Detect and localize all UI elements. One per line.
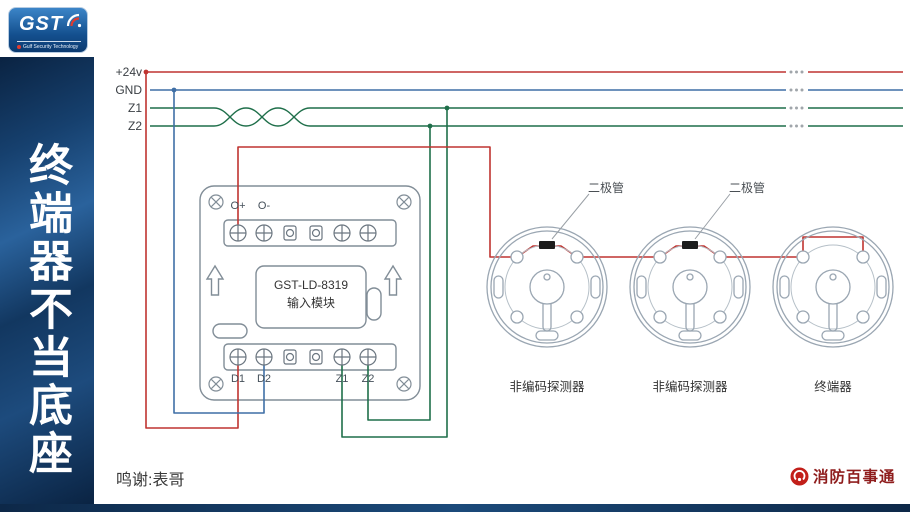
diode-leader-lines bbox=[551, 193, 731, 240]
sidebar-panel bbox=[0, 57, 94, 505]
terminal-d2 bbox=[255, 348, 273, 366]
screw-icon bbox=[208, 194, 224, 210]
terminal-z1 bbox=[333, 348, 351, 366]
detector-caption-1: 非编码探测器 bbox=[509, 380, 585, 394]
junction-dots bbox=[143, 69, 450, 129]
wire-z2-to-module bbox=[367, 125, 431, 421]
module-title: GST-LD-8319 输入模块 bbox=[256, 278, 366, 311]
credit-text: 鸣谢:表哥 bbox=[116, 472, 185, 489]
terminal-o-plus bbox=[229, 224, 247, 242]
gst-logo-subtitle: Gulf Security Technology bbox=[17, 41, 81, 50]
module-label-o-minus: O- bbox=[257, 200, 271, 212]
module-slot-right bbox=[366, 287, 382, 321]
diode-label-2: 二极管 bbox=[728, 181, 766, 195]
module-slot-left bbox=[212, 323, 248, 339]
wires bbox=[145, 71, 864, 438]
diodes bbox=[539, 241, 698, 249]
satellite-dish-icon bbox=[66, 13, 82, 28]
module-model: GST-LD-8319 bbox=[273, 278, 349, 292]
terminal-unused bbox=[309, 225, 323, 241]
terminal-d1 bbox=[229, 348, 247, 366]
wire-24v-to-d1 bbox=[145, 71, 239, 429]
bottom-bar bbox=[0, 504, 910, 512]
module-arrow-left bbox=[205, 264, 225, 296]
detector-base-3 bbox=[772, 226, 894, 348]
module-terminals bbox=[229, 224, 377, 366]
terminal-z2 bbox=[359, 348, 377, 366]
detector-base-2 bbox=[629, 226, 751, 348]
bus-label-gnd: GND bbox=[115, 83, 142, 97]
screw-icon bbox=[396, 194, 412, 210]
bus-label-z1: Z1 bbox=[127, 101, 142, 115]
bus-label-z2: Z2 bbox=[127, 119, 142, 133]
junction-24v bbox=[143, 69, 149, 75]
junction-gnd bbox=[171, 87, 177, 93]
sidebar-title: 终端器不当底座 bbox=[22, 142, 71, 478]
module-corner-screws bbox=[208, 194, 412, 392]
bus-ellipsis-dots bbox=[789, 70, 804, 128]
detector-bases bbox=[486, 226, 894, 348]
module-label-d1: D1 bbox=[230, 373, 246, 385]
detector-base-1 bbox=[486, 226, 608, 348]
detector-caption-3: 终端器 bbox=[814, 380, 852, 394]
terminal-top-5 bbox=[333, 224, 351, 242]
gst-logo-text: GST bbox=[19, 13, 64, 35]
terminal-top-6 bbox=[359, 224, 377, 242]
terminal-o-minus bbox=[255, 224, 273, 242]
terminal-unused bbox=[283, 349, 297, 365]
module-label-d2: D2 bbox=[256, 373, 272, 385]
diode-label-1: 二极管 bbox=[587, 181, 625, 195]
module-label-z2: Z2 bbox=[361, 373, 375, 385]
junction-z2 bbox=[427, 123, 433, 129]
gst-logo: GST Gulf Security Technology bbox=[8, 7, 88, 53]
screw-icon bbox=[208, 376, 224, 392]
module-label-z1: Z1 bbox=[335, 373, 349, 385]
diode-2 bbox=[682, 241, 698, 249]
footer-brand: 消防百事通 bbox=[790, 465, 896, 487]
module-arrow-right bbox=[383, 264, 403, 296]
module-label-o-plus: O+ bbox=[230, 200, 246, 212]
diode-1 bbox=[539, 241, 555, 249]
module-type: 输入模块 bbox=[286, 296, 335, 310]
terminal-unused bbox=[309, 349, 323, 365]
terminal-unused bbox=[283, 225, 297, 241]
bus-label-24v: +24v bbox=[115, 65, 142, 79]
twist-strand-b bbox=[213, 107, 311, 127]
fire119-icon bbox=[790, 467, 809, 485]
wire-z1-to-module bbox=[341, 107, 448, 438]
screw-icon bbox=[396, 376, 412, 392]
detector-caption-2: 非编码探测器 bbox=[652, 380, 728, 394]
footer-brand-text: 消防百事通 bbox=[813, 469, 896, 486]
wire-gnd-to-d2 bbox=[173, 89, 265, 414]
module-center-label-box bbox=[255, 265, 367, 329]
bus-lines bbox=[146, 71, 903, 127]
wire-oplus-detector-chain bbox=[237, 146, 864, 258]
logo-dot-icon bbox=[17, 44, 21, 49]
junction-z1 bbox=[444, 105, 450, 111]
